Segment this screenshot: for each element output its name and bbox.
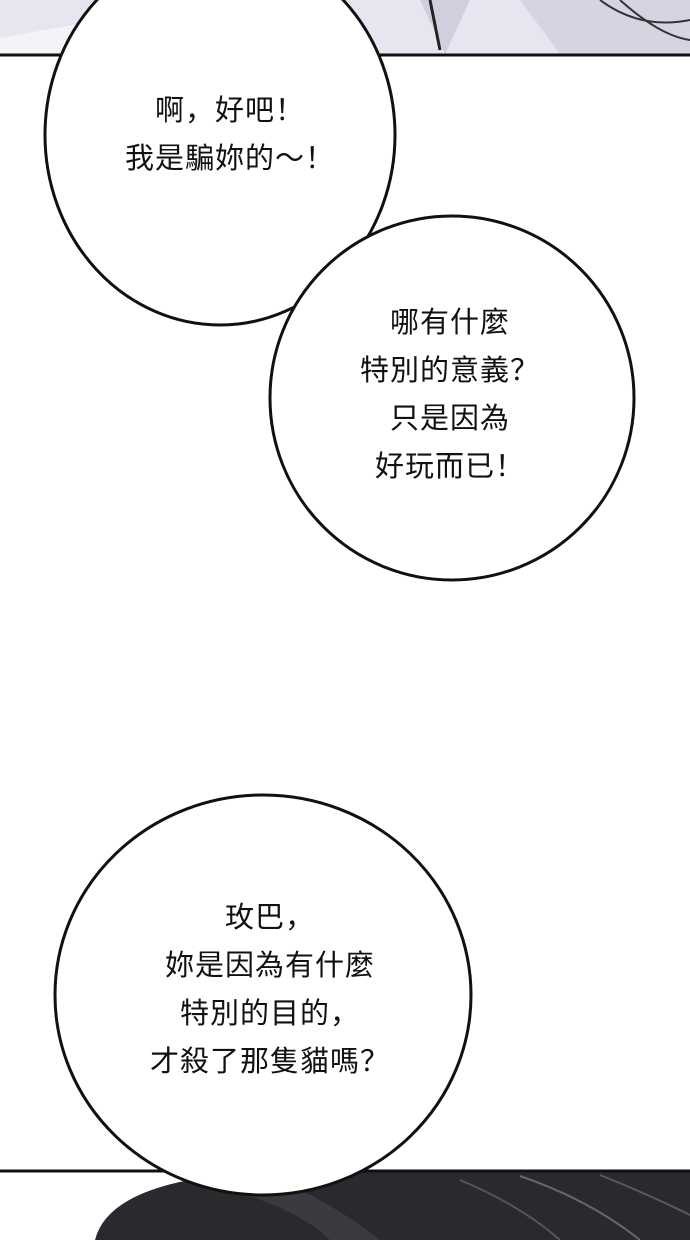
bubble-3-line-2: 妳是因為有什麼: [164, 948, 375, 982]
bubble-1-line-2: 我是騙妳的～！: [124, 141, 335, 175]
bubble-3-line-4: 才殺了那隻貓嗎？: [149, 1044, 390, 1078]
bubble-3-line-3: 特別的目的，: [179, 996, 360, 1030]
bubble-3-line-1: 玫巴，: [224, 900, 315, 934]
speech-bubble-1: [43, 0, 397, 327]
speech-bubble-2: [268, 214, 636, 582]
speech-bubble-2-text: 哪有什麼 特別的意義？ 只是因為 好玩而已！: [300, 298, 600, 490]
speech-bubble-3: [53, 793, 473, 1197]
bubble-1-line-1: 啊，好吧！: [154, 93, 305, 127]
bottom-panel: [0, 1169, 690, 1240]
bubble-2-line-1: 哪有什麼: [389, 305, 510, 339]
bubble-2-line-4: 好玩而已！: [374, 449, 525, 483]
speech-bubble-1-text: 啊，好吧！ 我是騙妳的～！: [70, 86, 390, 182]
speech-bubble-3-text: 玫巴， 妳是因為有什麼 特別的目的， 才殺了那隻貓嗎？: [90, 893, 450, 1085]
bubble-2-line-3: 只是因為: [389, 401, 510, 435]
bubble-2-line-2: 特別的意義？: [359, 353, 540, 387]
